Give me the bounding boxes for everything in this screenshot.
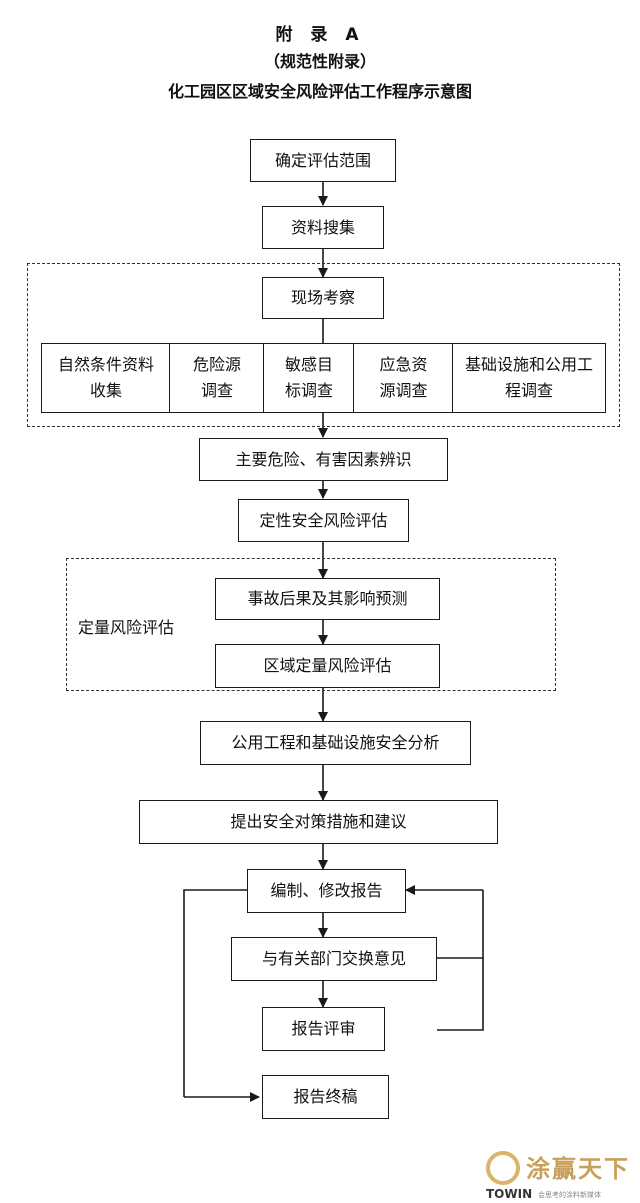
step-final-report: 报告终稿 <box>262 1075 389 1119</box>
sub-hazard-survey: 危险源调查 <box>169 343 265 413</box>
step-site-survey: 现场考察 <box>262 277 384 319</box>
logo-brand-en: TOWIN <box>486 1187 533 1201</box>
watermark-logo: 涂赢天下 TOWIN 会思考的涂料新媒体 <box>486 1143 636 1201</box>
quantitative-group-label: 定量风险评估 <box>78 618 175 637</box>
sub-sensitive-targets: 敏感目标调查 <box>263 343 355 413</box>
logo-ring-icon <box>486 1151 520 1185</box>
sub-natural-conditions: 自然条件资料收集 <box>41 343 171 413</box>
quantitative-group-frame <box>66 558 556 691</box>
step-qualitative-assessment: 定性安全风险评估 <box>238 499 409 542</box>
step-utility-safety-analysis: 公用工程和基础设施安全分析 <box>200 721 471 765</box>
appendix-subtitle: （规范性附录） <box>263 52 376 71</box>
line-left-bypass <box>183 889 247 1097</box>
step-exchange-opinions: 与有关部门交换意见 <box>231 937 437 981</box>
step-report-review: 报告评审 <box>262 1007 385 1051</box>
survey-group-frame <box>27 263 620 427</box>
sub-infrastructure-utilities: 基础设施和公用工程调查 <box>452 343 606 413</box>
appendix-heading: 附 录 A <box>275 25 365 45</box>
logo-tagline: 会思考的涂料新媒体 <box>538 1191 601 1199</box>
logo-brand-cn: 涂赢天下 <box>526 1154 630 1183</box>
step-regional-quantitative: 区域定量风险评估 <box>215 644 440 688</box>
diagram-title: 化工园区区域安全风险评估工作程序示意图 <box>167 82 472 101</box>
step-determine-scope: 确定评估范围 <box>250 139 396 182</box>
line-right-loop <box>437 957 484 1031</box>
step-consequence-prediction: 事故后果及其影响预测 <box>215 578 440 620</box>
step-data-collection: 资料搜集 <box>262 206 384 249</box>
step-safety-measures: 提出安全对策措施和建议 <box>139 800 498 844</box>
step-hazard-identification: 主要危险、有害因素辨识 <box>199 438 448 481</box>
step-compile-report: 编制、修改报告 <box>247 869 406 913</box>
sub-emergency-resources: 应急资源调查 <box>353 343 454 413</box>
